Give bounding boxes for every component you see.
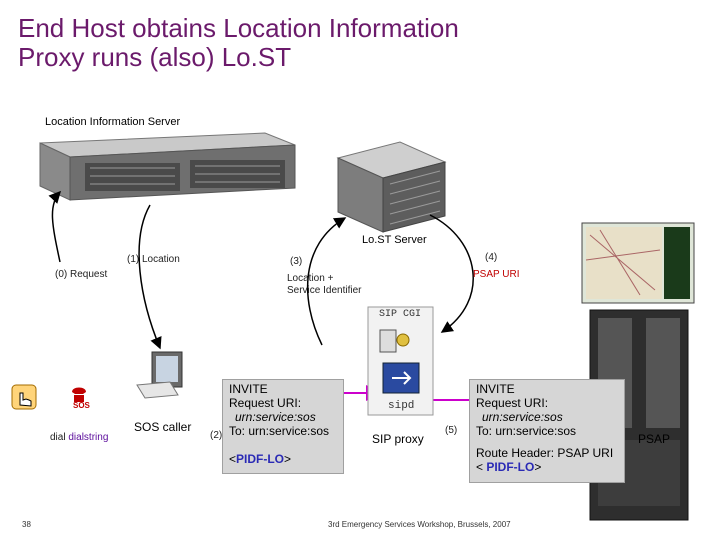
page-title: End Host obtains Location Information Pr…: [18, 13, 459, 72]
invite1-line3: urn:service:sos: [235, 410, 316, 424]
page-number: 38: [22, 520, 31, 529]
invite1-line4: To: urn:service:sos: [229, 424, 330, 438]
sip-proxy-label: SIP proxy: [372, 432, 424, 446]
invite2-pidf-open: <: [476, 460, 487, 474]
lost-query-arrow: [306, 217, 347, 346]
psap-label: PSAP: [638, 432, 671, 446]
invite-message-to-psap: INVITE Request URI: urn:service:sos To: …: [469, 379, 625, 483]
sos-caller-label: SOS caller: [134, 420, 192, 434]
step-1-label: (1) Location: [127, 254, 180, 265]
request-arrow: [48, 190, 62, 263]
invite-message-to-proxy: INVITE Request URI: urn:service:sos To: …: [222, 379, 344, 474]
sos-badge: SOS: [73, 401, 90, 410]
invite1-pidf: PIDF-LO: [236, 452, 285, 466]
invite2-line3: urn:service:sos: [482, 410, 563, 424]
invite2-line2: Request URI:: [476, 396, 549, 410]
sip-proxy-icon: [367, 306, 434, 416]
step-5-label: (5): [445, 425, 458, 436]
lis-label: Location Information Server: [45, 116, 181, 128]
sip-cgi-label: SIP CGI: [379, 309, 422, 320]
invite2-pidf-line: < PIDF-LO>: [476, 460, 618, 474]
step-3-label: (3): [290, 256, 303, 267]
telephone-icon: [72, 387, 86, 402]
sipd-label: sipd: [388, 400, 415, 412]
psap-workstation-icon: [581, 222, 695, 521]
invite1-pidf-close: >: [284, 452, 292, 466]
dialstring: dialstring: [68, 432, 109, 443]
computer-icon: [136, 351, 183, 399]
invite2-route: Route Header: PSAP URI: [476, 446, 614, 460]
lost-server-icon: [336, 141, 447, 233]
step-3-desc-1: Location +: [287, 273, 334, 284]
step-3-desc-2: Service Identifier: [287, 285, 362, 296]
invite1-line1: INVITE: [229, 382, 268, 396]
dial-instruction: dial dialstring: [50, 432, 108, 443]
invite2-pidf: PIDF-LO: [486, 460, 535, 474]
step-4-label: (4): [485, 252, 498, 263]
location-information-server-icon: [39, 132, 296, 201]
step-4-desc: PSAP URI: [473, 269, 520, 280]
step-2-label: (2): [210, 430, 223, 441]
invite2-pidf-close: >: [534, 460, 542, 474]
invite1-line2: Request URI:: [229, 396, 302, 410]
footer-workshop: 3rd Emergency Services Workshop, Brussel…: [328, 520, 511, 529]
step-0-label: (0) Request: [55, 269, 108, 280]
invite2-line4: To: urn:service:sos: [476, 424, 577, 438]
lost-server-label: Lo.ST Server: [362, 234, 427, 246]
psap-uri-arrow: [429, 214, 474, 333]
invite1-pidf-open: <: [229, 452, 237, 466]
dial-prefix: dial: [50, 432, 66, 443]
invite1-pidf-line: <PIDF-LO>: [229, 452, 337, 466]
hand-pointer-icon: [11, 384, 37, 410]
invite2-line1: INVITE: [476, 382, 515, 396]
location-arrow: [138, 204, 162, 350]
